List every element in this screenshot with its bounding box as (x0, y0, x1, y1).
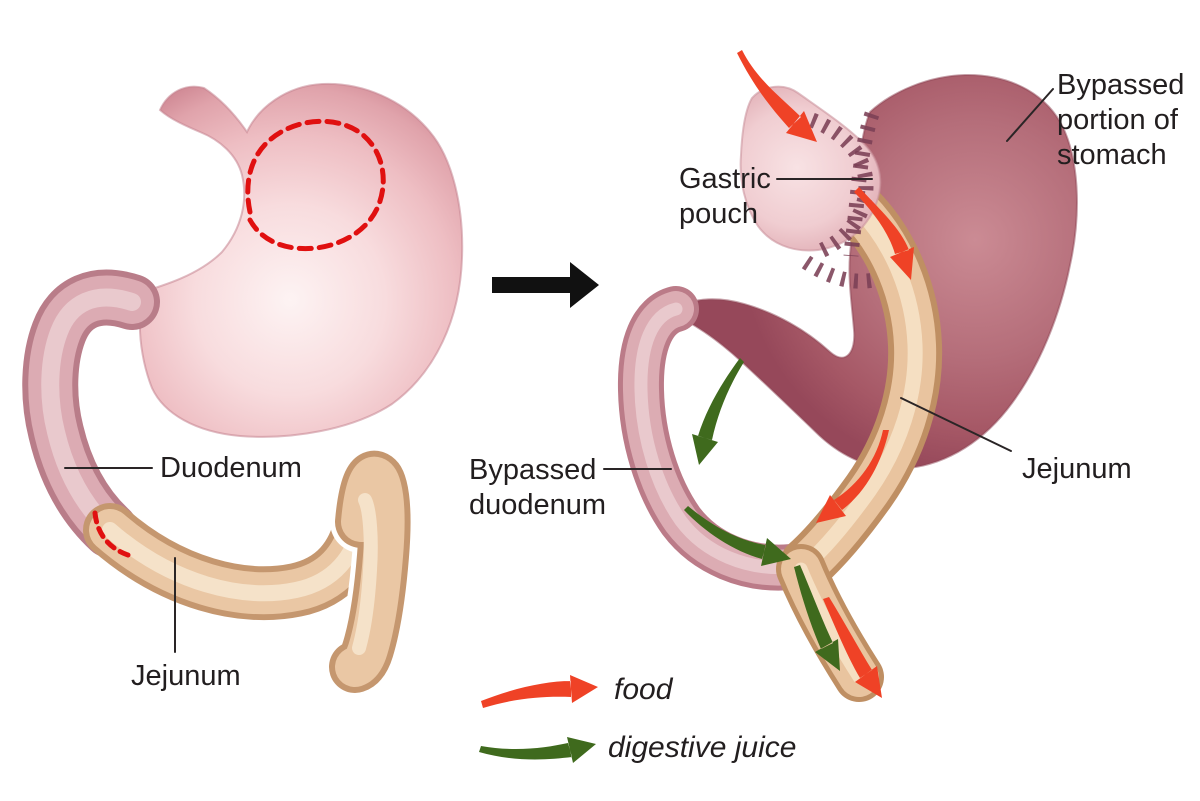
after-panel (617, 50, 1078, 702)
bypassed-stomach-pointer-line (1006, 88, 1054, 142)
food-flow-arrows (737, 50, 914, 698)
juice-arrow-duodenum-top (692, 358, 744, 465)
digestive-juice-arrows (684, 358, 840, 671)
jejunum-cut-dashed (92, 510, 131, 558)
before-panel (22, 82, 464, 698)
staple-line-remnant-top (801, 255, 876, 289)
food-arrow-jejunum (816, 430, 889, 523)
jejunum-tube (83, 445, 416, 698)
bypassed-duodenum-label: Bypassed duodenum (469, 454, 607, 521)
duodenum-label: Duodenum (160, 452, 302, 484)
pouch-outline-dashed (245, 118, 386, 252)
pointer-lines (64, 88, 1054, 653)
bypassed-duodenum-tube (617, 286, 814, 591)
gastric-pouch-label: Gastric pouch (679, 163, 771, 230)
cut-marks (92, 118, 386, 558)
food-arrow-pouch-to-jejunum (854, 187, 914, 280)
bypassed-stomach-label: Bypassed portion of stomach (1057, 69, 1185, 171)
food-arrow-common-limb (823, 597, 882, 698)
legend-digestive-juice-label: digestive juice (608, 731, 797, 764)
legend-food-arrow (481, 675, 598, 708)
staple-line-pouch-edge (809, 113, 874, 259)
jejunum-right-label: Jejunum (1022, 453, 1132, 485)
legend-food-label: food (614, 673, 673, 706)
legend-arrows (479, 675, 598, 763)
jejunum-left-label: Jejunum (131, 660, 241, 692)
food-arrow-esophagus (737, 50, 817, 142)
duodenum-tube (22, 269, 160, 558)
legend-digestive-juice-arrow (479, 737, 596, 763)
transition-arrow (492, 262, 599, 308)
jejunum-right-pointer-line (900, 397, 1012, 452)
juice-arrow-duodenum-bottom (684, 506, 791, 566)
juice-arrow-common-limb (794, 565, 840, 671)
staple-lines (801, 111, 880, 289)
stomach-shape (123, 82, 464, 438)
